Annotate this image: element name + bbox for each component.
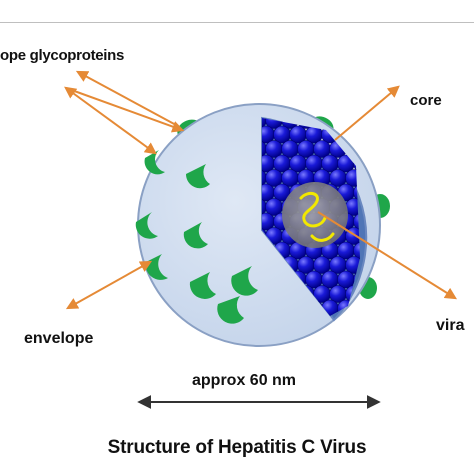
glycoprotein-arrow-right bbox=[65, 87, 185, 133]
viral-rna-label: vira bbox=[436, 317, 465, 334]
envelope-label: envelope bbox=[24, 330, 94, 347]
glycoprotein-spikes-surface bbox=[135, 150, 258, 324]
capsid-sphere bbox=[353, 299, 360, 316]
glycoprotein-spike bbox=[231, 266, 258, 296]
capsid-sphere bbox=[353, 125, 360, 144]
glycoprotein-spike bbox=[183, 222, 208, 249]
core-label: core bbox=[410, 92, 442, 109]
viral-rna-strand bbox=[299, 191, 335, 242]
glycoprotein-spike bbox=[135, 212, 158, 239]
diagram-title: Structure of Hepatitis C Virus bbox=[107, 437, 367, 458]
core-arrow bbox=[334, 85, 400, 141]
capsid-sphere bbox=[353, 241, 360, 260]
envelope-arrow bbox=[65, 260, 153, 310]
glycoproteins-label: ope glycoproteins bbox=[0, 47, 125, 64]
viral-rna-arrow bbox=[317, 211, 458, 300]
viral-rna-region bbox=[282, 182, 348, 248]
size-label: approx 60 nm bbox=[192, 372, 297, 389]
pointer-arrows bbox=[64, 70, 458, 310]
glycoprotein-spike bbox=[185, 164, 210, 189]
glycoprotein-spike bbox=[144, 150, 165, 175]
glycoprotein-spike bbox=[217, 296, 244, 324]
glycoprotein-arrow-top bbox=[75, 70, 177, 126]
capsid-sphere bbox=[353, 212, 360, 231]
glycoprotein-spike bbox=[189, 272, 216, 299]
glycoprotein-arrow-left bbox=[64, 86, 157, 155]
top-divider bbox=[0, 22, 474, 23]
